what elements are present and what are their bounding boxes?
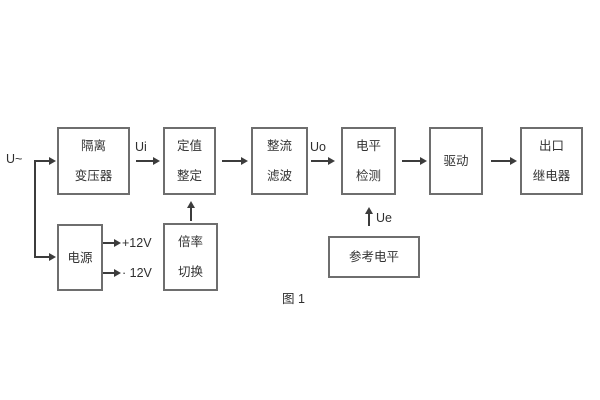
label-uo: Uo [310,140,326,154]
block-label: 电平 [355,139,381,153]
arrow-ue [368,213,370,226]
arrowhead-uo [328,157,335,165]
arrow-setting-to-rectifier [222,160,242,162]
arrowhead-minus12 [114,269,121,277]
input-branch-line [34,160,36,258]
block-ratio-switch: 倍率 切换 [163,223,218,291]
block-power-supply: 电源 [57,224,103,291]
block-label: 整定 [176,169,202,183]
arrow-plus12 [103,242,115,244]
block-label: 滤波 [266,169,292,183]
block-setting-adjustment: 定值 整定 [163,127,216,195]
block-reference-level: 参考电平 [328,236,420,278]
arrow-uo [311,160,329,162]
block-label: 参考电平 [348,250,399,264]
arrowhead-ui [153,157,160,165]
arrow-ratio-to-setting [190,207,192,221]
arrow-level-to-drive [402,160,421,162]
block-label: 整流 [266,139,292,153]
block-isolation-transformer: 隔离 变压器 [57,127,130,195]
block-level-detection: 电平 检测 [341,127,396,195]
label-minus-12v: · 12V [122,266,152,280]
arrowhead-ratio-to-setting [187,201,195,208]
arrowhead-input-to-transformer [49,157,56,165]
arrowhead-input-to-power [49,253,56,261]
block-label: 隔离 [80,139,106,153]
arrowhead-level-to-drive [420,157,427,165]
label-ue: Ue [376,211,392,225]
block-label: 定值 [176,139,202,153]
block-label: 变压器 [74,169,113,183]
block-label: 倍率 [177,235,203,249]
block-drive: 驱动 [429,127,483,195]
arrow-input-to-transformer [34,160,50,162]
arrowhead-setting-to-rectifier [241,157,248,165]
block-label: 驱动 [443,154,469,168]
block-label: 电源 [67,250,93,265]
arrow-ui [136,160,154,162]
arrow-minus12 [103,272,115,274]
arrow-input-to-power [34,256,50,258]
figure-caption: 图 1 [282,292,305,306]
arrowhead-drive-to-relay [510,157,517,165]
block-output-relay: 出口 继电器 [520,127,583,195]
block-label: 出口 [538,139,564,153]
block-rectifier-filter: 整流 滤波 [251,127,308,195]
label-plus-12v: +12V [122,236,152,250]
block-label: 切换 [177,265,203,279]
block-label: 检测 [355,169,381,183]
arrowhead-ue [365,207,373,214]
arrowhead-plus12 [114,239,121,247]
label-ui: Ui [135,140,147,154]
label-input-voltage: U~ [6,152,23,166]
arrow-drive-to-relay [491,160,511,162]
block-label: 继电器 [532,169,571,183]
